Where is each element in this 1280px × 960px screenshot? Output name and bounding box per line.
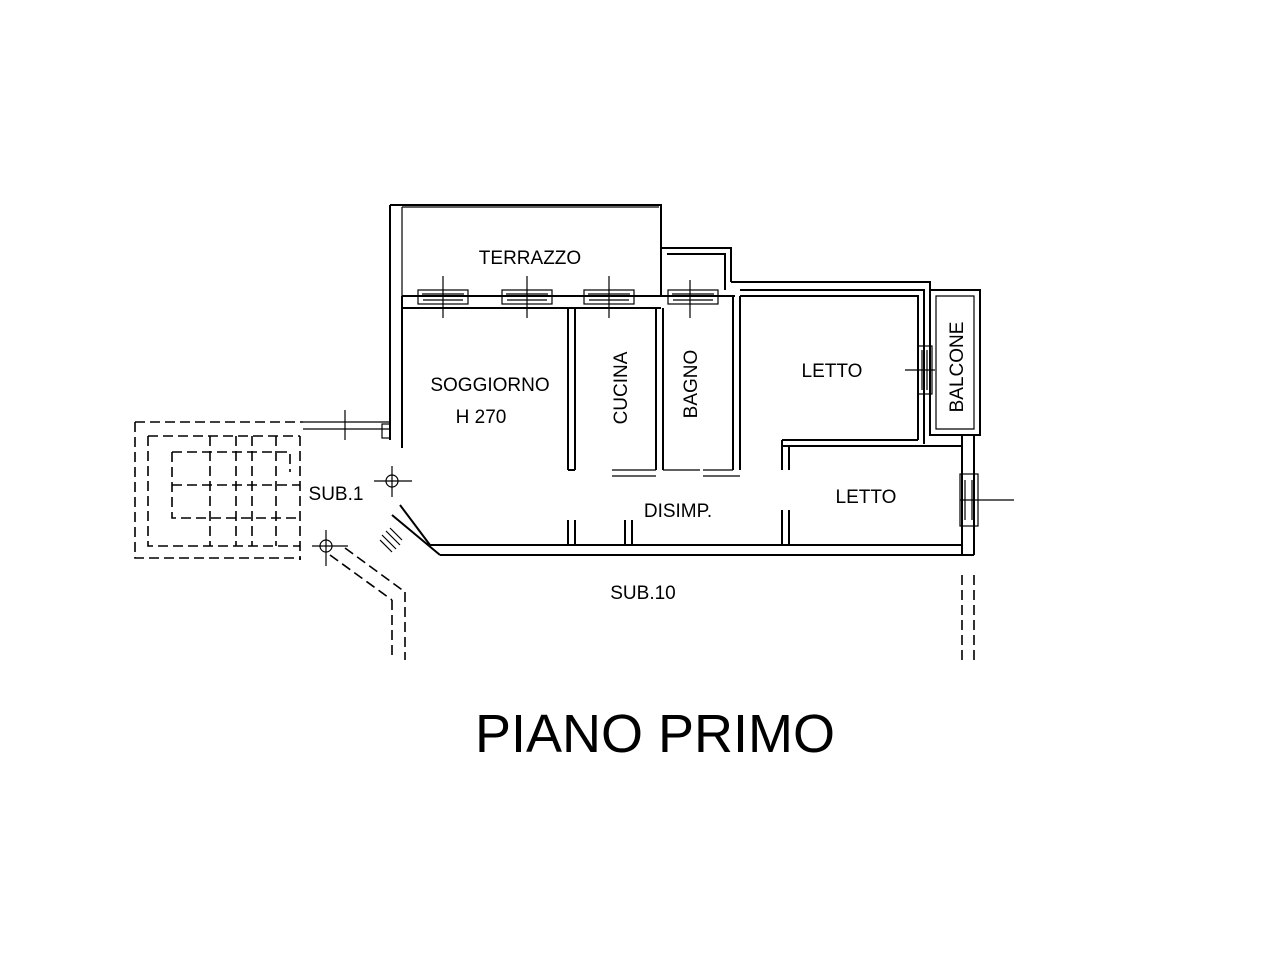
lower-dashed-walls — [329, 547, 975, 660]
window-bagno — [667, 280, 719, 318]
plan-title: PIANO PRIMO — [475, 704, 835, 764]
label-sub-1: SUB.1 — [309, 484, 364, 505]
window-cucina — [583, 276, 635, 318]
window-soggiorno-west — [303, 410, 391, 440]
label-disimpegno: DISIMP. — [644, 501, 712, 522]
window-letto-balcone — [905, 345, 935, 395]
label-cucina: CUCINA — [611, 351, 632, 424]
label-bagno: BAGNO — [681, 350, 702, 419]
interior-walls — [402, 289, 962, 545]
label-letto-1: LETTO — [802, 361, 863, 382]
window-soggiorno-left — [417, 276, 469, 318]
label-soggiorno-height: H 270 — [456, 407, 507, 428]
label-letto-2: LETTO — [836, 487, 897, 508]
staircase-sub1 — [134, 421, 303, 560]
window-soggiorno-right — [501, 276, 553, 318]
windows — [303, 276, 1014, 527]
room-labels: TERRAZZO SOGGIORNO H 270 CUCINA BAGNO LE… — [309, 248, 968, 604]
exterior-walls — [389, 204, 981, 556]
hatched-element — [379, 527, 403, 553]
label-balcone: BALCONE — [947, 322, 968, 413]
label-sub-10: SUB.10 — [610, 583, 675, 604]
window-letto-east — [959, 473, 1014, 527]
stair-symbol — [312, 530, 348, 566]
label-terrazzo: TERRAZZO — [479, 248, 581, 269]
symbols — [312, 466, 412, 566]
label-soggiorno: SOGGIORNO — [430, 375, 549, 396]
entrance-symbol — [374, 466, 412, 497]
